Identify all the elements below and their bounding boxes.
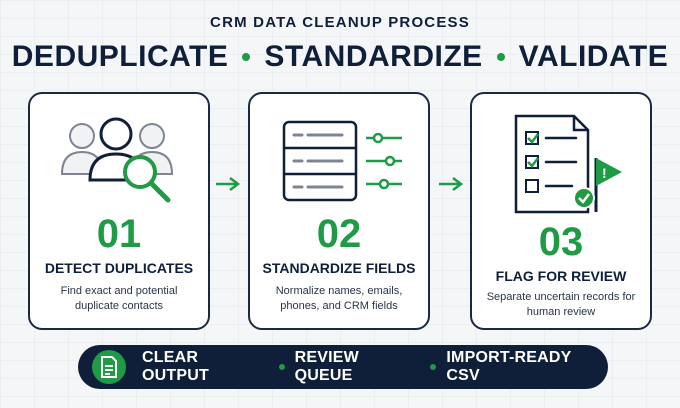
step-description: Normalize names, emails, phones, and CRM… — [275, 285, 403, 312]
step-card-flag-for-review: ! 03 FLAG FOR REVIEW Separate uncertain … — [470, 92, 652, 330]
step-number: 02 — [316, 212, 362, 256]
arrow-right-icon — [216, 177, 241, 191]
output-separator-dot — [430, 364, 437, 370]
headline-step-1: DEDUPLICATE — [11, 40, 229, 73]
headline: DEDUPLICATE STANDARDIZE VALIDATE — [0, 40, 680, 74]
step-description: Separate uncertain records for human rev… — [486, 291, 636, 318]
step-number: 01 — [96, 212, 142, 256]
svg-text:!: ! — [602, 165, 607, 181]
step-title: STANDARDIZE FIELDS — [262, 260, 416, 276]
output-item-import-ready-csv: IMPORT-READY CSV — [446, 349, 572, 384]
step-title: DETECT DUPLICATES — [44, 260, 194, 276]
headline-separator-dot — [496, 53, 505, 61]
arrow-right-icon — [439, 177, 464, 191]
people-search-icon — [30, 108, 208, 212]
output-summary-bar: CLEAR OUTPUT REVIEW QUEUE IMPORT-READY C… — [78, 345, 608, 389]
step-description: Find exact and potential duplicate conta… — [60, 285, 178, 312]
headline-step-3: VALIDATE — [518, 40, 669, 73]
document-icon — [92, 350, 126, 384]
fields-sliders-icon — [250, 108, 428, 212]
headline-separator-dot — [242, 53, 251, 61]
step-card-standardize-fields: 02 STANDARDIZE FIELDS Normalize names, e… — [248, 92, 430, 330]
step-title: FLAG FOR REVIEW — [495, 268, 627, 284]
headline-step-2: STANDARDIZE — [264, 40, 483, 73]
output-item-clear-output: CLEAR OUTPUT — [142, 349, 209, 384]
step-card-detect-duplicates: 01 DETECT DUPLICATES Find exact and pote… — [28, 92, 210, 330]
output-item-review-queue: REVIEW QUEUE — [294, 349, 359, 384]
output-items: CLEAR OUTPUT REVIEW QUEUE IMPORT-READY C… — [142, 349, 608, 385]
eyebrow-title: CRM DATA CLEANUP PROCESS — [210, 14, 470, 31]
checklist-flag-icon: ! — [472, 108, 650, 214]
step-number: 03 — [538, 220, 584, 264]
output-separator-dot — [278, 364, 285, 370]
